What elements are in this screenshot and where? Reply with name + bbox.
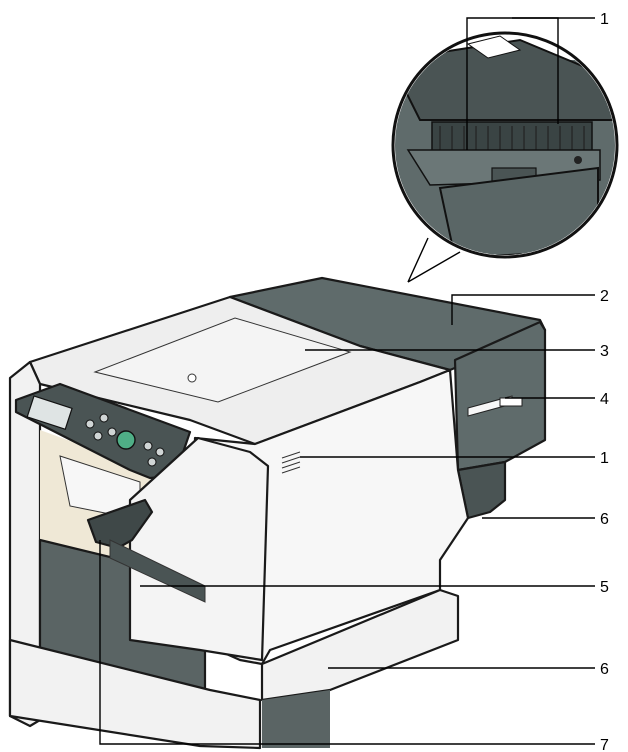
panel-button (143, 441, 153, 451)
callout-1-side: 1 (600, 450, 609, 467)
side-latch-slot (499, 397, 523, 407)
panel-button (93, 431, 103, 441)
callout-4: 4 (600, 391, 609, 408)
panel-button (99, 413, 109, 423)
panel-button (155, 447, 165, 457)
callout-7: 7 (600, 737, 609, 752)
panel-button (107, 427, 117, 437)
panel-button (85, 419, 95, 429)
paper-tray-dark (262, 690, 330, 748)
callout-2: 2 (600, 288, 609, 305)
callout-1-top: 1 (600, 11, 609, 28)
callout-5: 5 (600, 579, 609, 596)
front-base (8, 638, 262, 750)
panel-start-button (116, 430, 136, 450)
panel-lcd (26, 395, 73, 431)
top-cover-panel (93, 317, 352, 403)
inset-knob (570, 234, 582, 246)
inset-paper (466, 35, 522, 59)
callout-6-lower: 6 (600, 661, 609, 678)
callout-labels: 1 2 3 4 1 6 5 6 7 (600, 11, 609, 752)
callout-6-upper: 6 (600, 511, 609, 528)
printer-illustration (8, 276, 547, 750)
front-cover (128, 436, 270, 662)
callout-3: 3 (600, 343, 609, 360)
inset-screw (574, 156, 582, 164)
output-tray-extension (86, 498, 154, 550)
leader-lines (99, 17, 595, 745)
panel-button (147, 457, 157, 467)
top-cover-notch (187, 373, 197, 383)
zoom-inset (391, 31, 619, 283)
vent-side (281, 451, 301, 474)
